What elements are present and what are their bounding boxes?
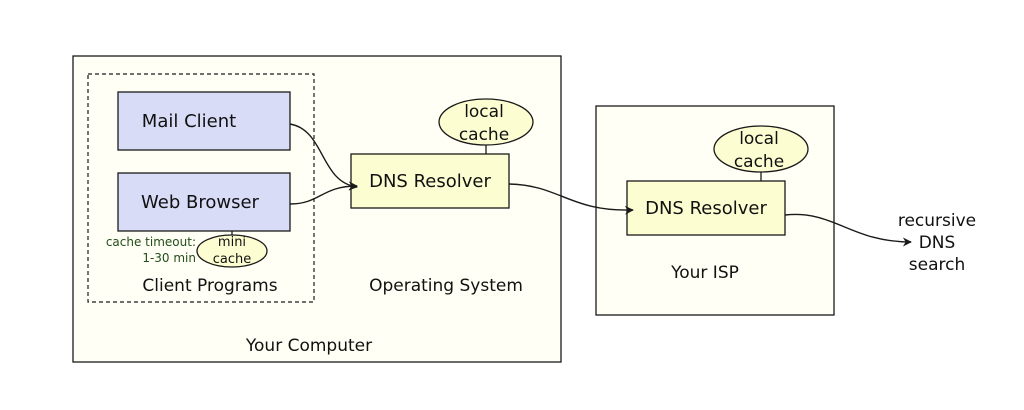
your-isp-label: Your ISP <box>670 263 739 283</box>
arrow-isp-to-recursive <box>784 213 912 247</box>
operating-system-label: Operating System <box>369 276 523 296</box>
recursive-line1: recursive <box>898 211 976 231</box>
arrow-os-to-isp-resolver <box>508 183 634 215</box>
web-browser-rect <box>117 172 291 232</box>
web-browser-label: Web Browser <box>141 192 260 213</box>
mini-cache: mini cache <box>196 231 268 268</box>
mail-client-box: Mail Client <box>117 91 291 151</box>
cache-timeout-line1: cache timeout: <box>106 235 196 249</box>
isp-local-cache-line2: cache <box>734 152 784 172</box>
mail-client-rect <box>117 91 291 151</box>
isp-dns-resolver-rect <box>626 180 786 236</box>
mail-client-label: Mail Client <box>142 111 236 132</box>
recursive-dns-search-label: recursive DNS search <box>898 211 976 275</box>
arrow-mail-to-resolver <box>289 123 358 191</box>
client-programs-frame <box>87 73 315 303</box>
cache-timeout-line2: 1-30 min <box>142 251 196 265</box>
os-local-cache-ellipse <box>438 98 534 146</box>
cache-timeout-note: cache timeout: 1-30 min <box>106 235 196 265</box>
arrow-browser-to-resolver <box>289 181 358 205</box>
recursive-line2: DNS <box>919 233 956 253</box>
client-programs-label: Client Programs <box>142 276 277 296</box>
your-computer-label: Your Computer <box>245 336 372 356</box>
isp-local-cache-line1: local <box>739 129 779 149</box>
os-dns-resolver-rect <box>350 153 510 209</box>
isp-dns-resolver-label: DNS Resolver <box>645 198 767 219</box>
mini-cache-ellipse <box>196 234 268 268</box>
isp-local-cache-ellipse <box>713 125 809 173</box>
mini-cache-label-line2: cache <box>213 252 252 267</box>
isp-dns-resolver-box: DNS Resolver <box>626 180 786 236</box>
os-dns-resolver-box: DNS Resolver <box>350 153 510 209</box>
os-local-cache-line1: local <box>464 102 504 122</box>
mini-cache-label-line1: mini <box>218 235 246 250</box>
os-dns-resolver-label: DNS Resolver <box>369 171 491 192</box>
recursive-line3: search <box>909 255 965 275</box>
os-local-cache-line2: cache <box>459 125 509 145</box>
os-local-cache: local cache <box>438 98 534 154</box>
client-programs-group: Client Programs <box>87 73 315 303</box>
web-browser-box: Web Browser <box>117 172 291 232</box>
isp-local-cache: local cache <box>713 125 809 181</box>
